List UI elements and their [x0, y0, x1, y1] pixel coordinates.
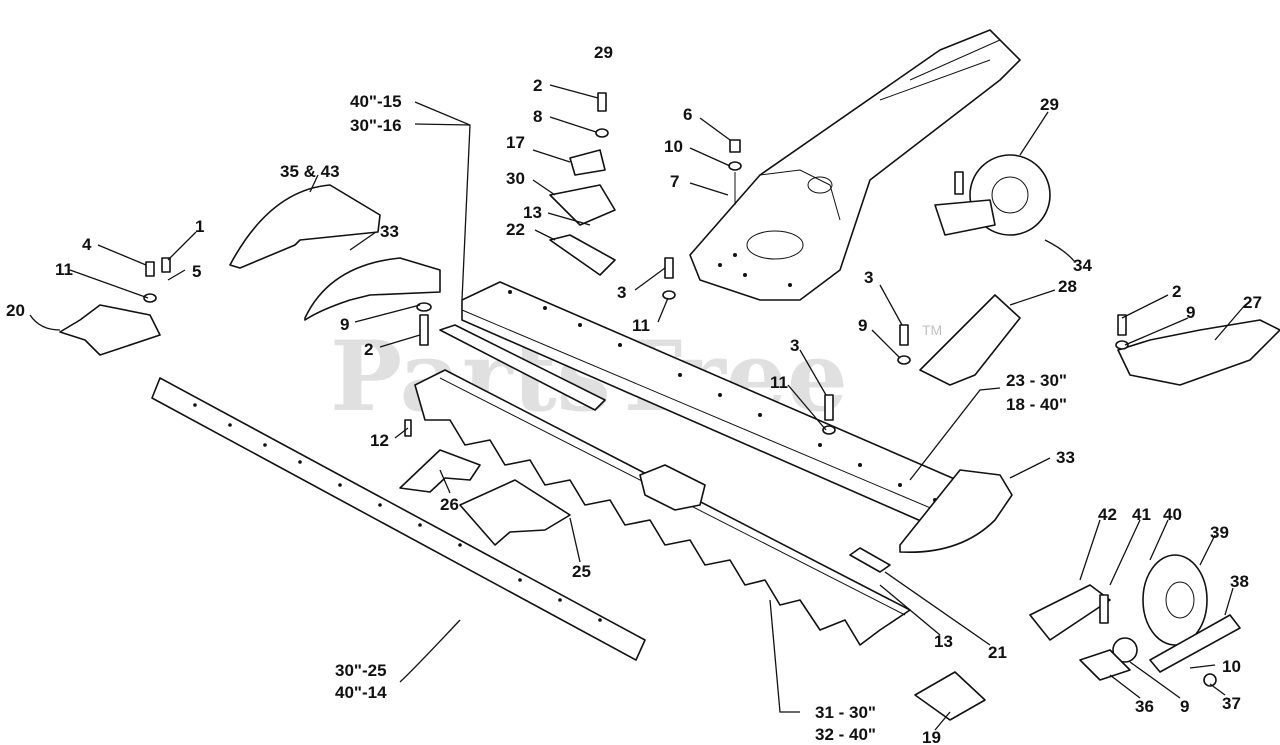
callout-11: 11	[55, 260, 73, 279]
callout-32-40: 32 - 40"	[815, 725, 876, 744]
callout-8: 8	[533, 107, 542, 126]
callout-20: 20	[6, 301, 25, 320]
callout-11: 11	[770, 373, 788, 392]
plate-25	[459, 479, 571, 546]
callout-2: 2	[533, 76, 542, 95]
leader-lines	[29, 84, 1246, 731]
part-19	[914, 671, 986, 721]
callout-39: 39	[1210, 523, 1229, 542]
callout-26: 26	[440, 495, 459, 514]
callout-9: 9	[340, 315, 349, 334]
knife-head	[639, 464, 706, 511]
callout-40-14: 40"-14	[335, 683, 387, 702]
callout-9: 9	[858, 316, 867, 335]
wheel-assembly-29	[934, 154, 1051, 236]
callout-4: 4	[82, 235, 92, 254]
callout-5: 5	[192, 262, 201, 281]
callout-6: 6	[683, 105, 692, 124]
callout-34: 34	[1073, 256, 1092, 275]
callout-37: 37	[1222, 694, 1241, 713]
callout-35-43: 35 & 43	[280, 162, 340, 181]
shoe-33-right	[899, 469, 1013, 554]
shield-35-43	[229, 184, 381, 269]
callout-40-15: 40"-15	[350, 92, 402, 111]
callout-9: 9	[1180, 697, 1189, 716]
callout-11: 11	[632, 316, 650, 335]
callout-21: 21	[988, 643, 1007, 662]
callout-13: 13	[934, 632, 953, 651]
callout-40: 40	[1163, 505, 1182, 524]
callout-18-40: 18 - 40"	[1006, 395, 1067, 414]
shoe-33-left	[304, 257, 441, 321]
callout-7: 7	[670, 172, 679, 191]
callout-10: 10	[664, 137, 683, 156]
callout-3: 3	[617, 283, 626, 302]
callout-13: 13	[523, 203, 542, 222]
wheel-assembly-39	[1029, 554, 1241, 687]
callout-25: 25	[572, 562, 591, 581]
watermark-tm: TM	[922, 322, 942, 338]
bolt-stack	[728, 139, 742, 205]
callout-10: 10	[1222, 657, 1241, 676]
bolt-group-left	[143, 257, 432, 437]
bolt-group-right	[662, 257, 1129, 435]
callout-30: 30	[506, 169, 525, 188]
wear-strip	[439, 324, 606, 411]
part-21	[849, 547, 891, 573]
main-frame	[689, 29, 1021, 301]
callout-22: 22	[506, 220, 525, 239]
callout-2: 2	[364, 340, 373, 359]
callout-41: 41	[1132, 505, 1151, 524]
callout-31-30: 31 - 30"	[815, 703, 876, 722]
plate-28	[919, 294, 1021, 386]
callout-17: 17	[506, 133, 525, 152]
callout-3: 3	[790, 336, 799, 355]
clip-assembly	[549, 92, 616, 276]
callout-labels: 29 2 8 17 30 13 22 6 10 7 3 11 40"-15 30…	[6, 43, 1262, 745]
callout-33: 33	[1056, 448, 1075, 467]
bracket-27	[1117, 319, 1280, 386]
callout-28: 28	[1058, 277, 1077, 296]
callout-36: 36	[1135, 697, 1154, 716]
callout-1: 1	[195, 217, 204, 236]
callout-38: 38	[1230, 572, 1249, 591]
callout-29: 29	[594, 43, 613, 62]
callout-3: 3	[864, 268, 873, 287]
callout-12: 12	[370, 431, 389, 450]
callout-30-25: 30"-25	[335, 661, 387, 680]
callout-27: 27	[1243, 293, 1262, 312]
callout-30-16: 30"-16	[350, 116, 402, 135]
callout-2: 2	[1172, 282, 1181, 301]
bracket-20	[59, 304, 161, 356]
callout-29: 29	[1040, 95, 1059, 114]
callout-33: 33	[380, 222, 399, 241]
callout-42: 42	[1098, 505, 1117, 524]
callout-19: 19	[922, 728, 941, 745]
callout-23-30: 23 - 30"	[1006, 371, 1067, 390]
callout-9: 9	[1186, 303, 1195, 322]
guard-bar	[151, 377, 646, 661]
